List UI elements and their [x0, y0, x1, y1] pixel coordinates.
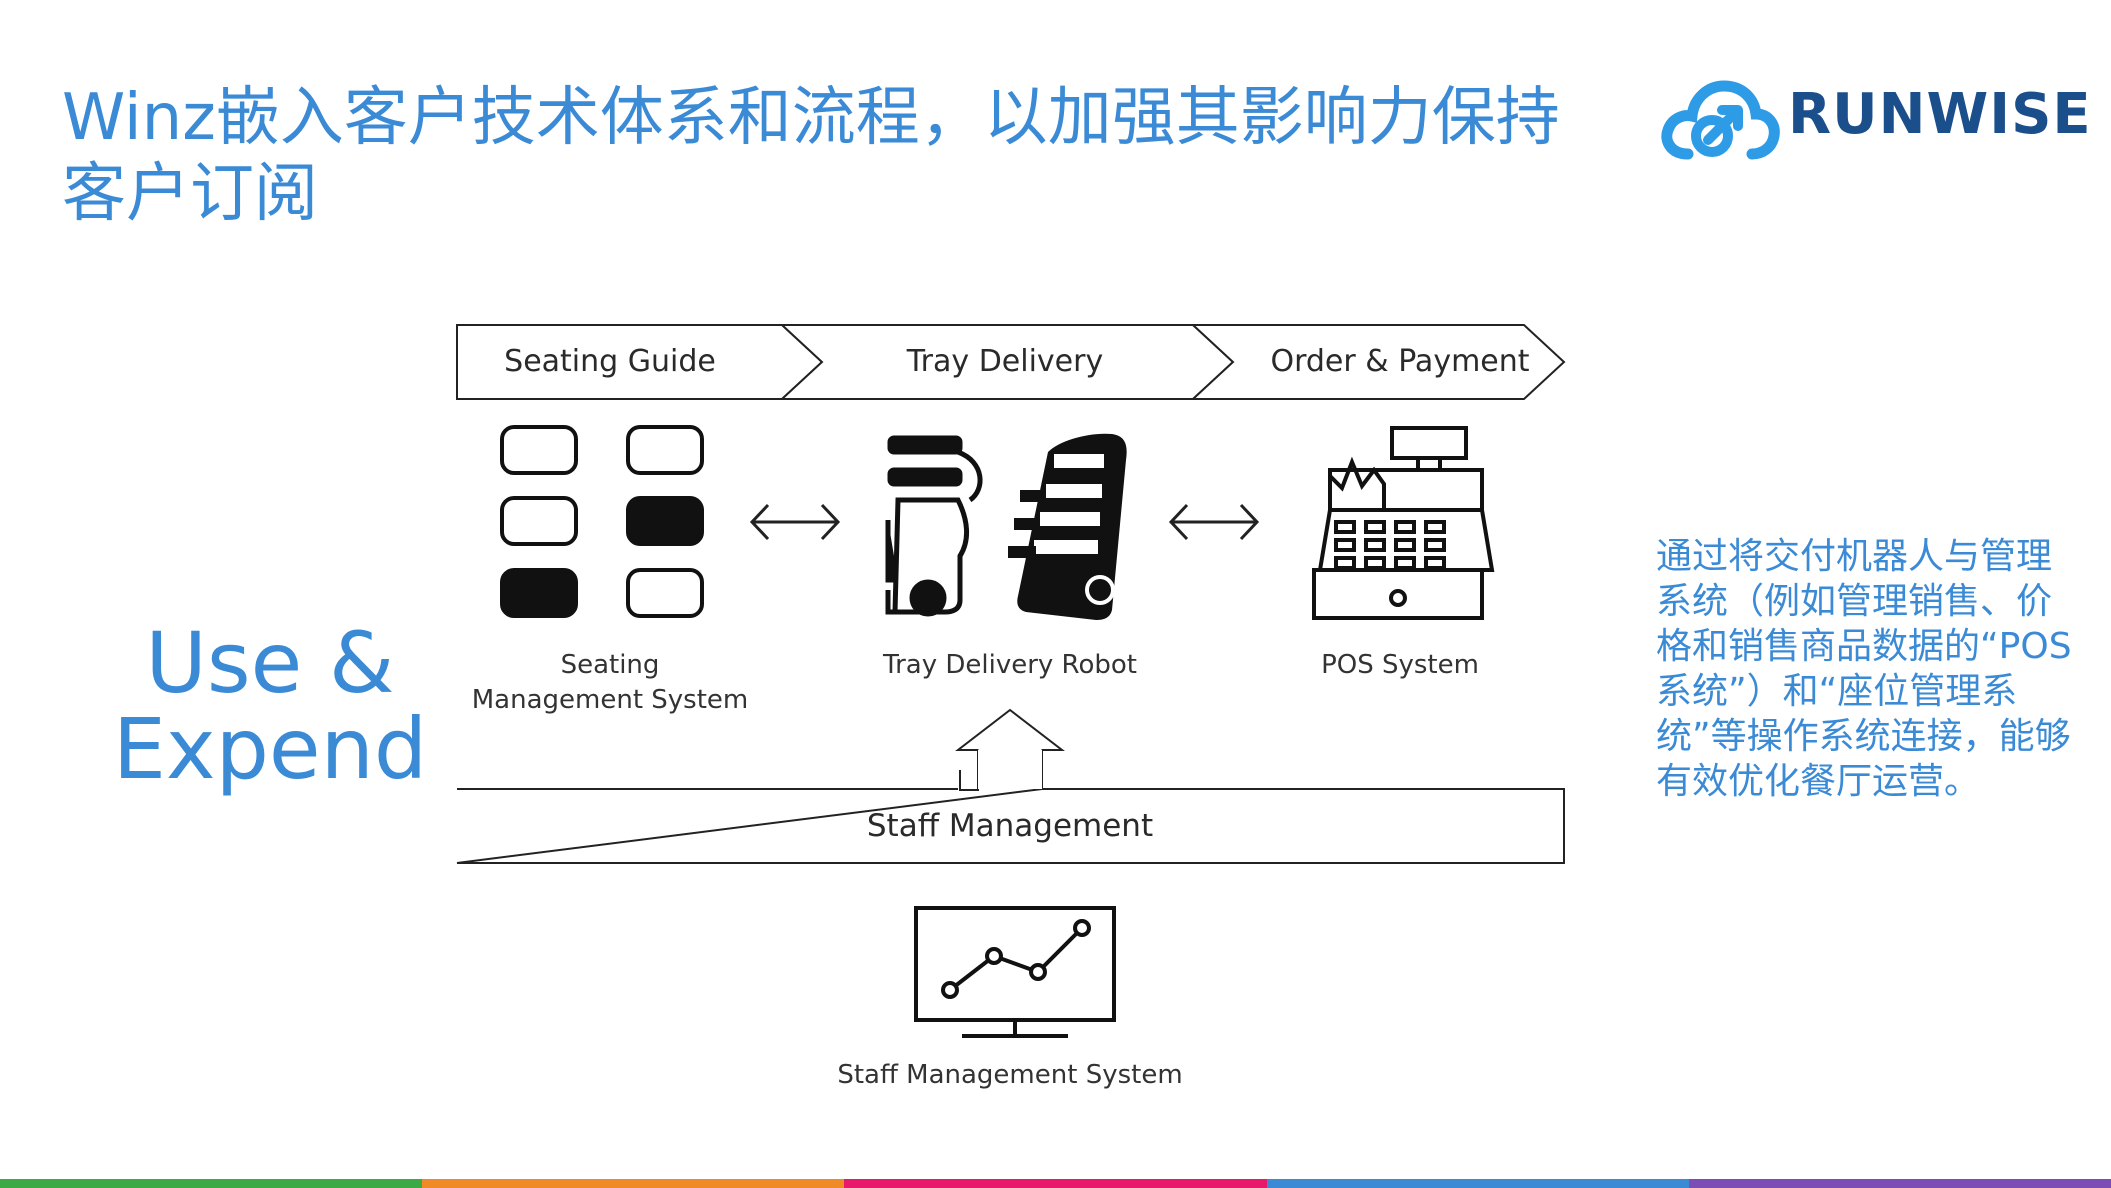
use-expend-line1: Use & [145, 614, 395, 712]
bottom-bar-pink [844, 1179, 1267, 1188]
flow-step-label-seating-guide: Seating Guide [504, 344, 716, 379]
double-arrow-icon [749, 503, 1260, 541]
runwise-logo: RUNWISE [1660, 68, 2091, 168]
delivery-robot-icon [885, 435, 983, 617]
pos-label: POS System [1321, 650, 1479, 680]
bottom-bar-blue [1266, 1179, 1689, 1188]
use-expend-label: Use & Expend [110, 620, 430, 792]
bottom-bar-orange [422, 1179, 845, 1188]
staff-bar-label: Staff Management [866, 808, 1154, 844]
seating-system-label: Seating Management System [440, 648, 780, 718]
bottom-bar-purple [1688, 1179, 2111, 1188]
flow-step-label-tray-delivery: Tray Delivery [906, 344, 1104, 379]
staff-system-label: Staff Management System [837, 1060, 1183, 1090]
seating-system-label-line1: Seating [560, 650, 660, 680]
logo-text: RUNWISE [1788, 82, 2092, 147]
monitor-chart-icon [914, 906, 1116, 1038]
flow-step-label-order-payment: Order & Payment [1270, 344, 1530, 379]
robot-label: Tray Delivery Robot [883, 650, 1137, 680]
seating-table-grid-icon [500, 425, 704, 618]
seating-system-label-line2: Management System [471, 685, 749, 715]
flow-step-order-payment [1190, 324, 1566, 400]
slide-title: Winz嵌入客户技术体系和流程，以加强其影响力保持客户订阅 [62, 81, 1560, 231]
staff-management-bar [456, 788, 1565, 864]
cash-register-icon [1312, 426, 1495, 620]
cloud-arrow-icon [1661, 80, 1780, 160]
bottom-bar-green [0, 1179, 423, 1188]
use-expend-line2: Expend [112, 700, 428, 798]
description-text: 通过将交付机器人与管理系统（例如管理销售、价格和销售商品数据的“POS 系统”）… [1656, 536, 2072, 802]
bottom-color-bar [0, 1179, 2111, 1188]
delivery-robot-icon [1008, 433, 1127, 620]
